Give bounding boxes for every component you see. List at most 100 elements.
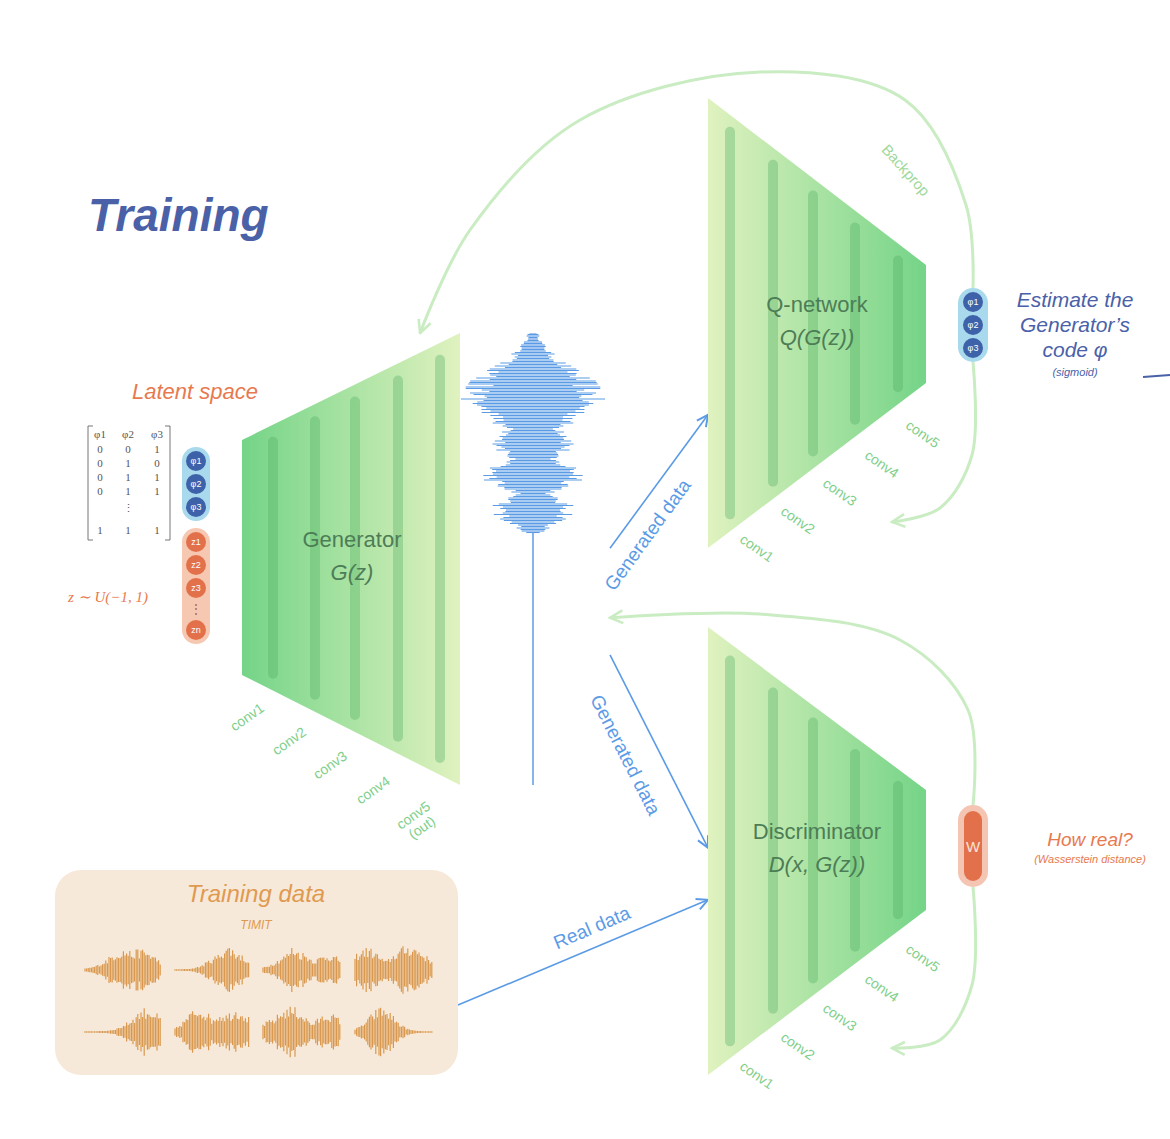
- leader-line: [1143, 375, 1170, 377]
- vector-element: z2: [186, 555, 206, 575]
- output-note: How real?: [1047, 829, 1133, 851]
- layer-bar: [768, 688, 778, 1014]
- panel-label: Training data: [187, 880, 325, 908]
- generated-waveform: [461, 333, 605, 533]
- section-label: Latent space: [132, 379, 258, 405]
- matrix-ellipsis: ⋮: [123, 502, 134, 515]
- layer-label: conv3: [820, 1000, 860, 1035]
- network-label: G(z): [331, 560, 374, 586]
- edge-label: Backprop: [878, 141, 933, 199]
- code-estimate: φ1 φ2 φ3: [958, 288, 988, 362]
- matrix-cell: 1: [125, 471, 131, 483]
- layer-label: conv3: [820, 475, 860, 510]
- waveform-tail: [532, 533, 534, 785]
- matrix-header: φ1: [94, 428, 106, 440]
- vector-element: φ2: [186, 474, 206, 494]
- code-vector: φ1φ2φ3: [182, 447, 210, 521]
- network-label: D(x, G(z)): [769, 852, 866, 878]
- layer-label: conv5: [903, 941, 943, 976]
- output-note: (sigmoid): [1052, 366, 1097, 378]
- network-body: [242, 333, 460, 785]
- layer-bar: [393, 375, 403, 741]
- layer-bar: [850, 223, 860, 425]
- matrix-cell: 0: [154, 457, 160, 469]
- speech-waveform: [355, 1008, 432, 1056]
- speech-waveform: [85, 949, 160, 990]
- layer-bar: [808, 190, 818, 456]
- layer-label: conv1: [227, 700, 267, 735]
- noise-vector: z1 z2 z3 ⋮ zn: [182, 528, 210, 644]
- network-label: Q-network: [766, 292, 867, 318]
- vector-element: φ1: [963, 292, 983, 312]
- edge-label: Generated data: [585, 691, 665, 819]
- layer-label: conv4: [353, 773, 393, 808]
- generator-network: GeneratorG(z): [242, 333, 610, 785]
- edge-label: Generated data: [600, 475, 695, 595]
- vector-element: z1: [186, 532, 206, 552]
- layer-label: conv4: [862, 447, 902, 482]
- network-shape: [242, 333, 610, 785]
- vector-element: φ3: [186, 497, 206, 517]
- layer-label: conv4: [862, 971, 902, 1006]
- diagram-title: Training: [88, 188, 269, 242]
- layer-label: conv2: [778, 1029, 818, 1064]
- speech-waveform: [263, 948, 340, 992]
- matrix-cell: 0: [125, 443, 131, 455]
- network-label: Q(G(z)): [780, 325, 855, 351]
- matrix-cell: 1: [125, 457, 131, 469]
- vector-element: z3: [186, 578, 206, 598]
- matrix-cell: 0: [97, 443, 103, 455]
- critic-output: W: [958, 805, 988, 887]
- speech-waveform: [263, 1007, 340, 1057]
- matrix-header: φ2: [122, 428, 134, 440]
- layer-label: conv1: [737, 531, 777, 566]
- matrix-cell: 1: [154, 524, 160, 536]
- matrix-header: φ3: [151, 428, 163, 440]
- layer-bar: [850, 749, 860, 952]
- training-data-panel: Training dataTIMIT: [55, 870, 458, 1075]
- output-note: (Wasserstein distance): [1034, 853, 1146, 865]
- layer-label: conv2: [778, 503, 818, 538]
- speech-waveform: [355, 946, 432, 994]
- network-label: Generator: [302, 527, 401, 553]
- layer-label: conv2: [269, 724, 309, 759]
- layer-bar: [893, 781, 903, 919]
- network-body: [708, 627, 926, 1075]
- layer-label: conv3: [310, 748, 350, 783]
- matrix-cell: 1: [154, 485, 160, 497]
- layer-bar: [310, 416, 320, 700]
- critic-score: W: [964, 811, 982, 881]
- panel-label: TIMIT: [240, 918, 271, 932]
- network-shape: [708, 627, 926, 1075]
- matrix-cell: 1: [97, 524, 103, 536]
- data-flow-arrow: [458, 900, 708, 1005]
- edge-label: Real data: [550, 902, 633, 954]
- layer-bar: [268, 437, 278, 679]
- layer-bar: [893, 256, 903, 393]
- vector-element: φ3: [963, 338, 983, 358]
- discriminator-network: DiscriminatorD(x, G(z)): [708, 627, 926, 1075]
- vector-element: φ2: [963, 315, 983, 335]
- matrix-cell: 0: [97, 471, 103, 483]
- output-note: Estimate the Generator’s code φ: [1000, 287, 1150, 363]
- matrix-cell: 1: [154, 443, 160, 455]
- layer-bar: [725, 127, 735, 519]
- distribution-label: z ∼ U(−1, 1): [68, 588, 148, 606]
- speech-waveform: [85, 1008, 160, 1056]
- matrix-cell: 1: [154, 471, 160, 483]
- network-label: Discriminator: [753, 819, 881, 845]
- matrix-bracket: [165, 426, 170, 540]
- matrix-cell: 1: [125, 524, 131, 536]
- layer-bar: [725, 655, 735, 1046]
- vector-element: zn: [186, 620, 206, 640]
- layer-bar: [435, 355, 445, 763]
- matrix-bracket: [88, 426, 93, 540]
- layer-label: conv5: [903, 417, 943, 452]
- matrix-cell: 1: [125, 485, 131, 497]
- layer-label: conv1: [737, 1058, 777, 1093]
- matrix-cell: 0: [97, 485, 103, 497]
- matrix-cell: 0: [97, 457, 103, 469]
- vector-element: ⋮: [186, 601, 206, 617]
- layer-label: conv5 (out): [391, 797, 445, 847]
